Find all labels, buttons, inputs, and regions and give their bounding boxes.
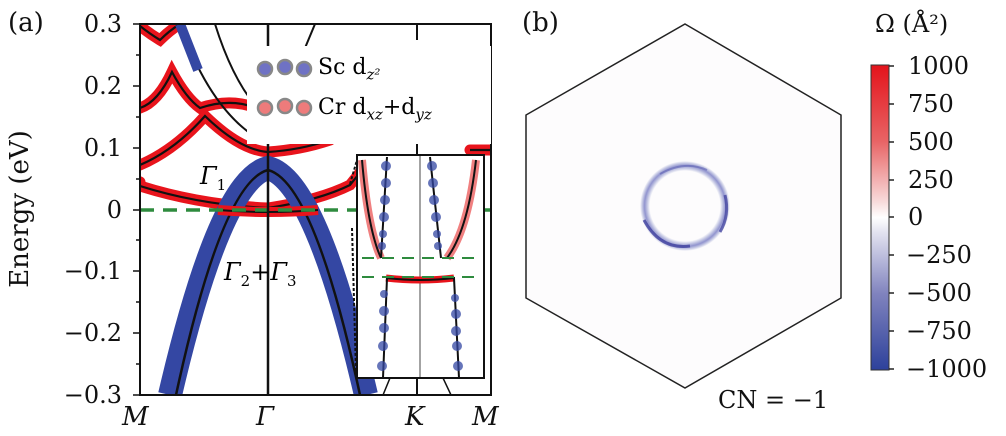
legend-item-cr: Cr dxz+dyz (318, 95, 432, 123)
colorbar-tick: 250 (908, 166, 954, 194)
y-tick: 0.1 (83, 134, 122, 162)
legend-sc-label: Sc d (318, 55, 367, 80)
y-tick: −0.2 (63, 319, 122, 347)
gamma1-symbol: Γ (200, 162, 217, 190)
gamma1-sub: 1 (216, 175, 227, 194)
colorbar-tick: −1000 (906, 355, 988, 383)
x-tick-gamma: Γ (256, 402, 275, 432)
colorbar-tick: 0 (908, 203, 924, 231)
gamma2-symbol: Γ (224, 258, 241, 286)
colorbar (870, 64, 890, 371)
chern-number-label: CN = −1 (718, 386, 829, 414)
x-tick-m-end: M (472, 402, 499, 432)
legend-cr-sub1: xz (366, 105, 383, 124)
legend-cr-label: Cr d (318, 95, 367, 120)
colorbar-tick: 500 (908, 128, 954, 156)
legend-cr-sub2: yz (415, 105, 432, 124)
y-tick: 0.3 (83, 10, 122, 38)
y-tick: 0 (106, 196, 122, 224)
colorbar-title: Ω (Å²) (875, 10, 949, 38)
legend-marker-cr (256, 99, 274, 117)
legend-sc-sub: z² (366, 65, 381, 84)
annotation-gamma2-gamma3: Γ2+Γ3 (224, 258, 297, 290)
colorbar-tick: 750 (908, 90, 954, 118)
gamma3-symbol: Γ (270, 258, 287, 286)
y-tick: 0.2 (83, 72, 122, 100)
gamma2-sub: 2 (240, 271, 251, 290)
colorbar-tick: −500 (906, 279, 972, 307)
colorbar-tick: −250 (906, 241, 972, 269)
panel-a-label: (a) (8, 8, 44, 38)
panel-b-label: (b) (522, 8, 559, 38)
legend-marker-sc (256, 60, 274, 78)
colorbar-tick: −750 (906, 317, 972, 345)
legend-cr-plus: +d (382, 95, 416, 120)
x-tick-k: K (405, 402, 425, 432)
legend-item-sc: Sc dz² (318, 55, 380, 83)
y-tick: −0.1 (63, 257, 122, 285)
x-tick-m: M (122, 402, 149, 432)
berry-ring (640, 161, 730, 251)
gamma3-sub: 3 (286, 271, 297, 290)
colorbar-tick: 1000 (908, 52, 970, 80)
annotation-gamma1: Γ1 (200, 162, 226, 194)
y-tick: −0.3 (63, 381, 122, 409)
plus-sign: + (250, 258, 271, 286)
